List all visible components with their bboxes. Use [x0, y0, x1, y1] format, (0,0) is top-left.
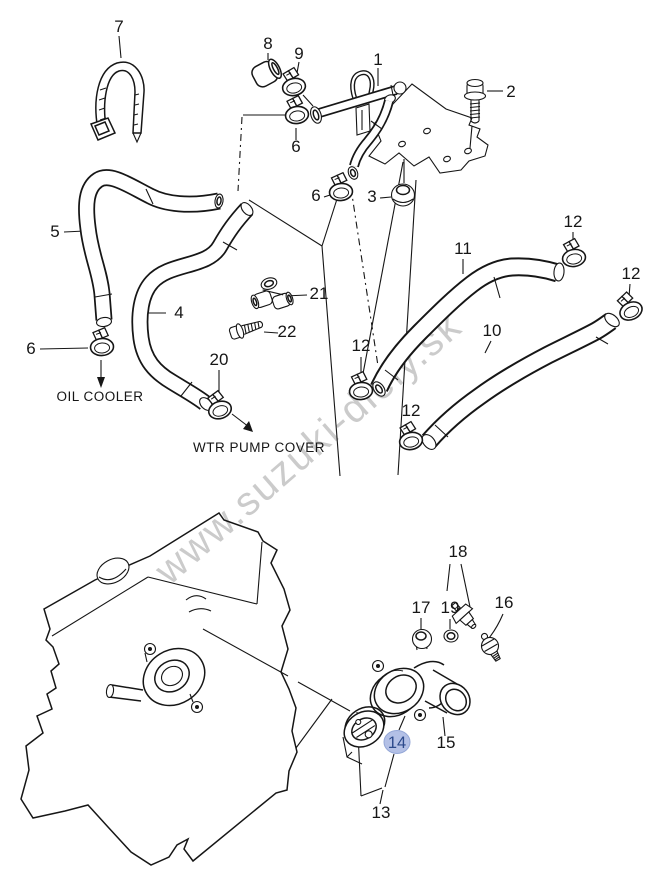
clamp-6-oil-cooler-icon — [88, 326, 115, 358]
part-label-12-lower[interactable]: 12 — [402, 401, 421, 420]
part-label-16[interactable]: 16 — [495, 593, 514, 612]
part-label-3[interactable]: 3 — [367, 187, 376, 206]
part-label-18[interactable]: 18 — [449, 542, 468, 561]
strap-part-drawing — [89, 61, 145, 144]
wtr-pump-cover-annotation: WTR PUMP COVER — [193, 440, 325, 455]
part-label-21[interactable]: 21 — [310, 284, 329, 303]
pipe-bracket-drawing — [310, 70, 489, 180]
cap-part-drawing — [251, 58, 283, 88]
part-label-10[interactable]: 10 — [483, 321, 502, 340]
part-callouts: 7 8 9 1 2 6 3 6 5 4 21 22 6 20 12 11 12 … — [26, 17, 640, 822]
part-label-14[interactable]: 14 — [388, 734, 406, 752]
oil-cooler-arrow-icon — [97, 377, 105, 388]
clamp-6-upper-icon — [282, 93, 311, 126]
part-label-14-highlighted[interactable]: 14 — [383, 730, 411, 754]
part-label-6-oil-cooler[interactable]: 6 — [26, 339, 35, 358]
part-label-9[interactable]: 9 — [294, 44, 303, 63]
part-label-6-upper[interactable]: 6 — [291, 137, 300, 156]
thermostat-housing-drawing — [369, 636, 471, 722]
thermostat-part-drawing — [342, 706, 386, 765]
part-label-1[interactable]: 1 — [373, 50, 382, 69]
part-label-6-mid[interactable]: 6 — [311, 186, 320, 205]
hose-4-drawing — [131, 202, 254, 411]
sensor-16-drawing — [480, 632, 501, 662]
part-label-2[interactable]: 2 — [506, 82, 515, 101]
part-label-7[interactable]: 7 — [114, 17, 123, 36]
part-label-13[interactable]: 13 — [372, 803, 391, 822]
part-label-12-top[interactable]: 12 — [564, 212, 583, 231]
sensor-18-drawing — [450, 601, 477, 629]
part-label-4[interactable]: 4 — [174, 303, 183, 322]
hose-5-drawing — [78, 169, 224, 328]
part-label-19[interactable]: 19 — [441, 598, 460, 617]
oil-cooler-annotation: OIL COOLER — [56, 389, 143, 404]
part-label-11[interactable]: 11 — [454, 239, 472, 258]
hose-11-drawing — [370, 257, 565, 397]
part-label-17[interactable]: 17 — [412, 598, 431, 617]
screw-part-drawing — [228, 320, 264, 340]
wtr-pump-cover-arrow-icon — [243, 421, 253, 432]
part-label-20[interactable]: 20 — [210, 350, 229, 369]
clamp-9-icon — [278, 65, 308, 99]
callout-leader-lines — [39, 35, 631, 805]
part-label-12-mid[interactable]: 12 — [352, 336, 371, 355]
engine-water-outlet-boss — [105, 642, 206, 714]
oring-19-drawing — [443, 629, 459, 643]
bolt-part-drawing — [463, 78, 487, 124]
part-label-15[interactable]: 15 — [437, 733, 456, 752]
part-label-12-right[interactable]: 12 — [622, 264, 641, 283]
part-label-5[interactable]: 5 — [50, 222, 59, 241]
clamp-12-top-icon — [558, 236, 588, 270]
cap-17-drawing — [411, 628, 433, 650]
grommet-part-drawing — [390, 183, 416, 207]
part-label-8[interactable]: 8 — [263, 34, 272, 53]
hose-10-drawing — [421, 312, 620, 450]
clamp-bracket-part-drawing — [250, 277, 294, 310]
engine-block-drawing — [20, 511, 298, 866]
highlight-circle — [383, 730, 411, 754]
part-label-22[interactable]: 22 — [278, 322, 297, 341]
